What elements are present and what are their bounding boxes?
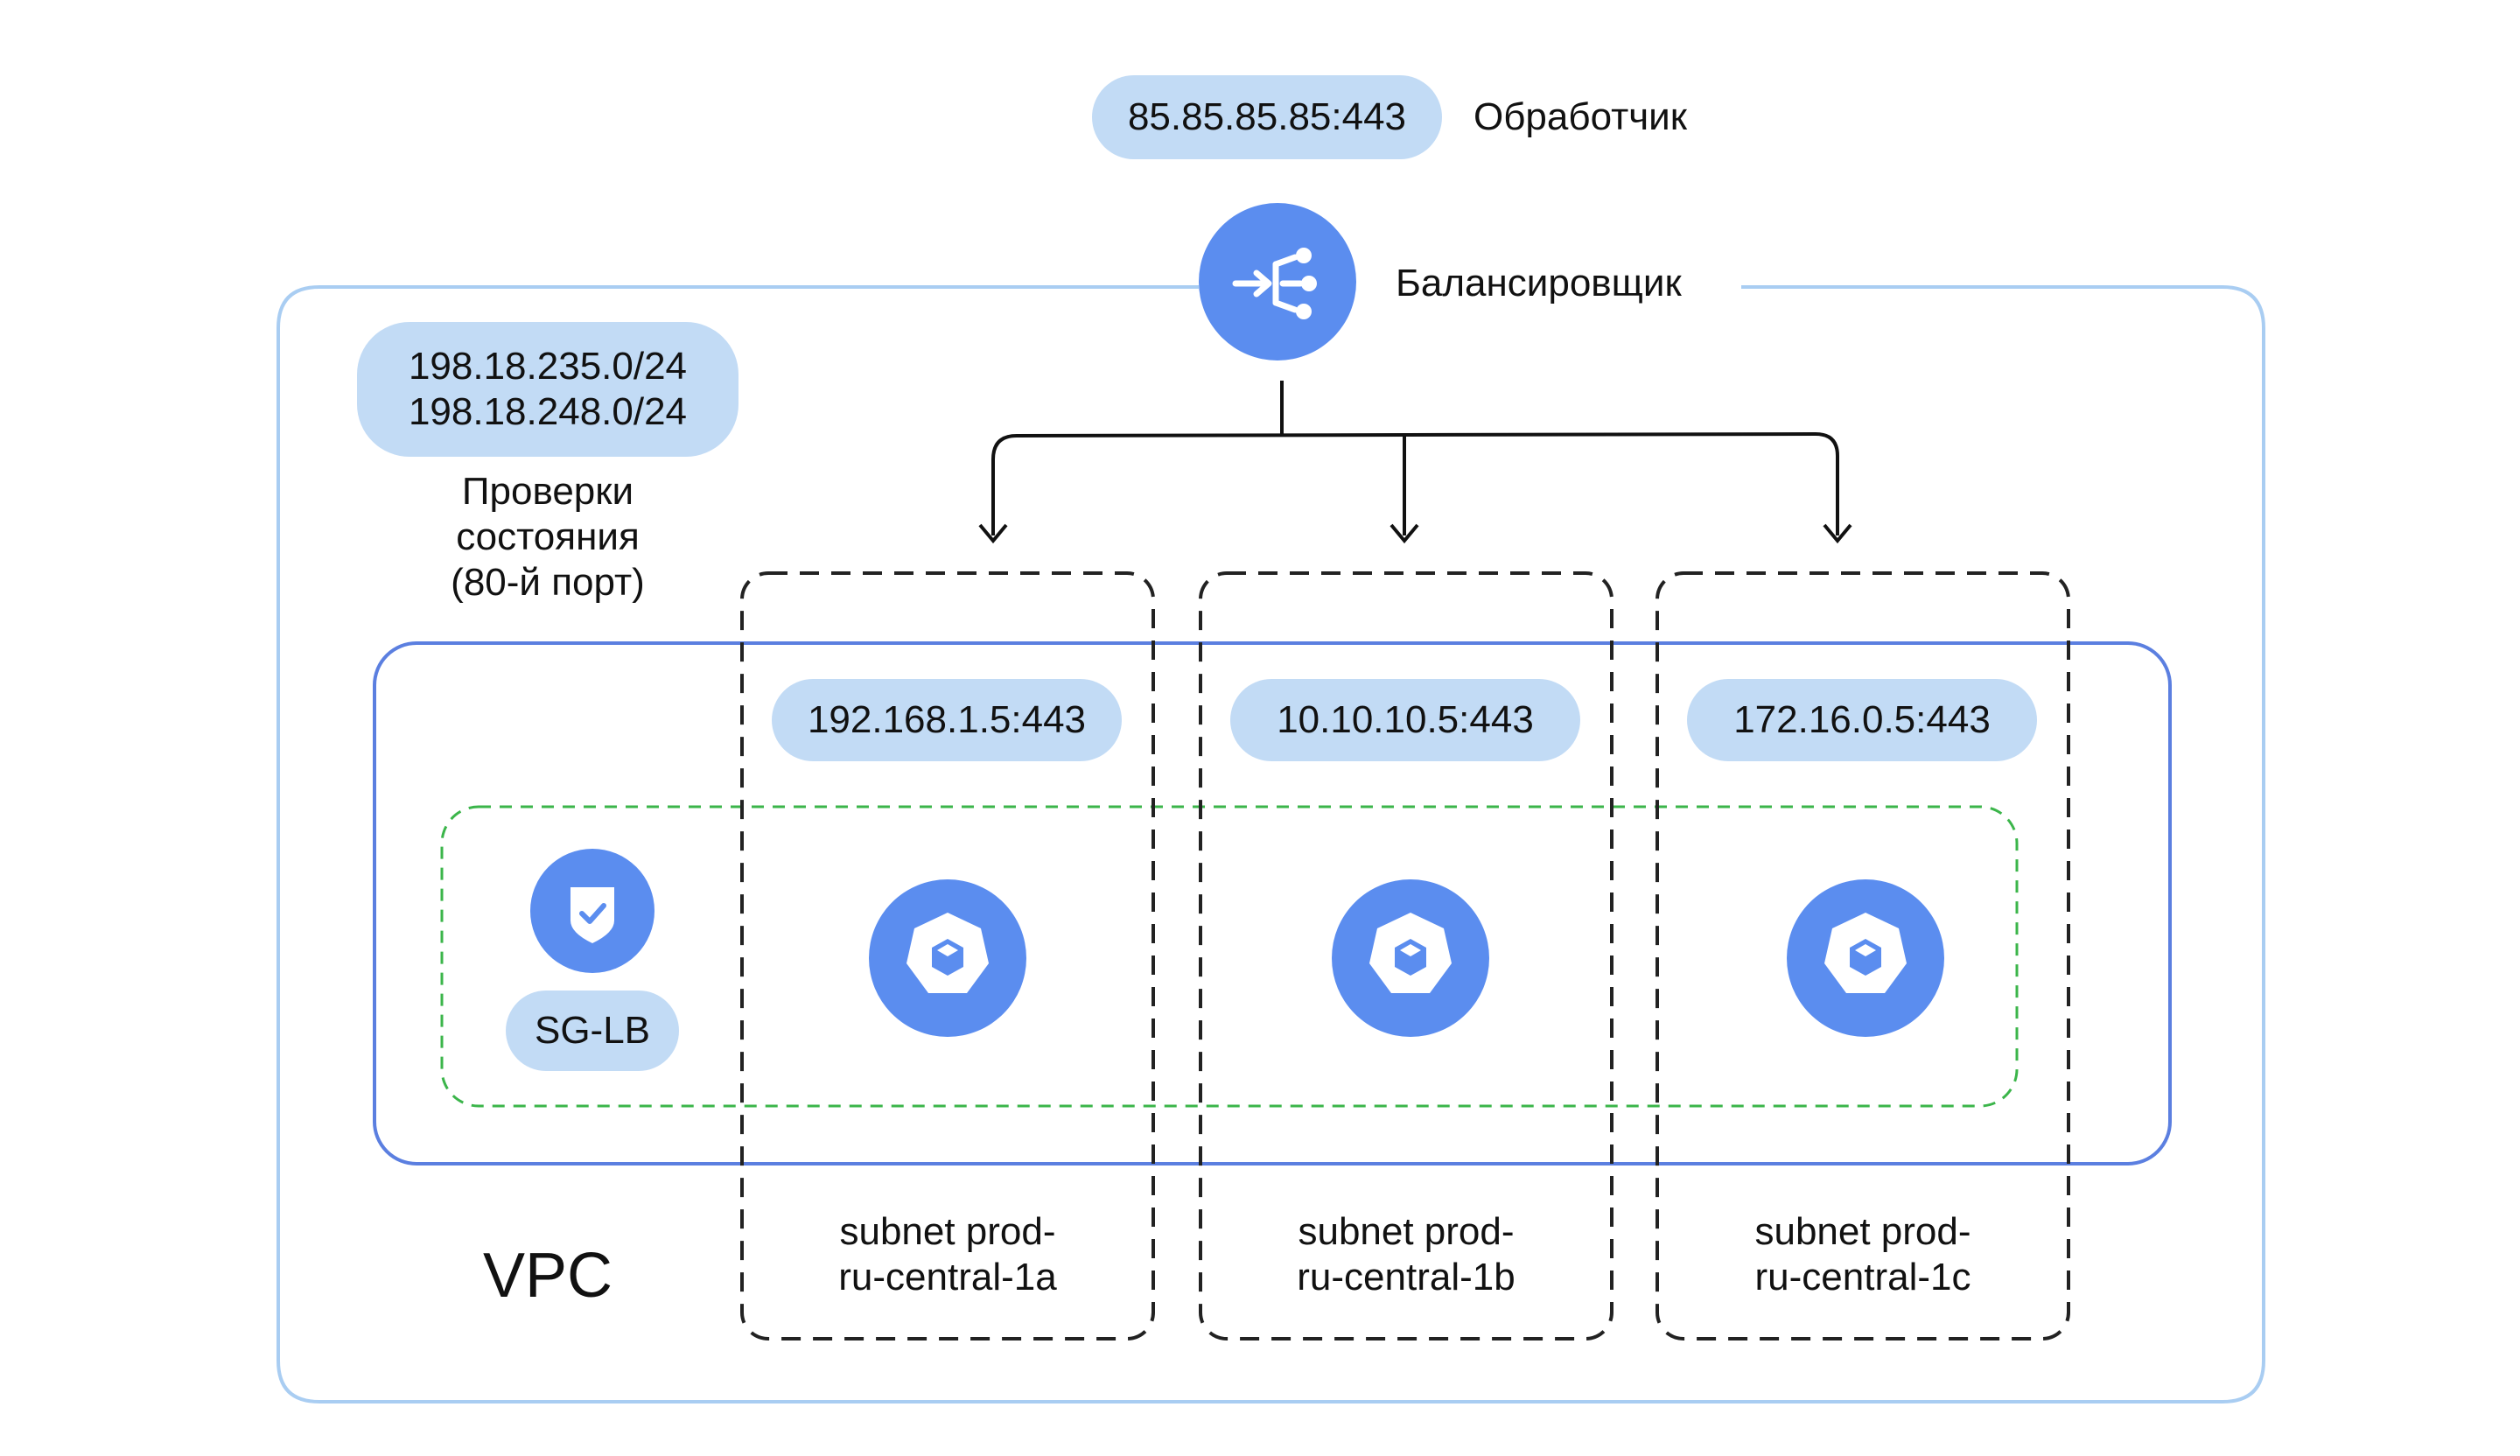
subnet-boundary-1c bbox=[1656, 571, 2070, 1340]
endpoint-address-1b: 10.10.10.5:443 bbox=[1277, 698, 1534, 741]
subnet-name-1c-line-1: subnet prod- bbox=[1754, 1210, 1971, 1253]
health-check-label-line-2: состояния bbox=[456, 515, 640, 558]
connector-arrowheads bbox=[978, 523, 1852, 544]
subnet-boundary-1a bbox=[740, 571, 1155, 1340]
security-group-boundary bbox=[440, 805, 2019, 1108]
endpoint-pill-1b: 10.10.10.5:443 bbox=[1230, 679, 1580, 761]
health-check-label: Проверки состояния (80-й порт) bbox=[385, 469, 710, 606]
subnet-name-1b: subnet prod- ru-central-1b bbox=[1218, 1209, 1594, 1300]
arrow-to-subnet-1a bbox=[978, 523, 1008, 544]
health-check-ranges-pill: 198.18.235.0/24 198.18.248.0/24 bbox=[357, 322, 738, 457]
subnet-boundary-1b bbox=[1199, 571, 1614, 1340]
endpoint-address-1a: 192.168.1.5:443 bbox=[807, 698, 1087, 741]
subnet-name-1a: subnet prod- ru-central-1a bbox=[760, 1209, 1136, 1300]
handler-address-pill: 85.85.85.85:443 bbox=[1092, 75, 1442, 159]
subnet-name-1c: subnet prod- ru-central-1c bbox=[1675, 1209, 2051, 1300]
endpoint-pill-1a: 192.168.1.5:443 bbox=[772, 679, 1122, 761]
kubernetes-node-icon bbox=[1787, 879, 1944, 1037]
health-check-label-line-3: (80-й порт) bbox=[451, 561, 645, 604]
kubernetes-node-icon bbox=[1332, 879, 1489, 1037]
health-check-label-line-1: Проверки bbox=[461, 470, 634, 513]
cluster-boundary bbox=[373, 641, 2172, 1166]
handler-label: Обработчик bbox=[1474, 95, 1687, 138]
balancer-connectors bbox=[991, 381, 1839, 536]
subnet-name-1b-line-1: subnet prod- bbox=[1298, 1210, 1515, 1253]
endpoint-address-1c: 172.16.0.5:443 bbox=[1733, 698, 1991, 741]
security-group-pill: SG-LB bbox=[506, 990, 679, 1071]
arrow-to-subnet-1b bbox=[1390, 523, 1419, 544]
shield-check-icon bbox=[530, 849, 654, 973]
health-check-range-1: 198.18.235.0/24 bbox=[408, 345, 688, 388]
subnet-name-1b-line-2: ru-central-1b bbox=[1297, 1256, 1516, 1298]
balancer-label: Балансировщик bbox=[1387, 261, 1690, 306]
load-balancer-icon bbox=[1199, 203, 1356, 360]
endpoint-pill-1c: 172.16.0.5:443 bbox=[1687, 679, 2037, 761]
vpc-label: VPC bbox=[483, 1241, 613, 1311]
subnet-name-1c-line-2: ru-central-1c bbox=[1754, 1256, 1971, 1298]
subnet-name-1a-line-1: subnet prod- bbox=[839, 1210, 1056, 1253]
health-check-range-2: 198.18.248.0/24 bbox=[408, 390, 688, 433]
vpc-boundary bbox=[276, 285, 2265, 1404]
security-group-label: SG-LB bbox=[534, 1009, 651, 1052]
kubernetes-node-icon bbox=[869, 879, 1026, 1037]
subnet-name-1a-line-2: ru-central-1a bbox=[838, 1256, 1057, 1298]
handler-address: 85.85.85.85:443 bbox=[1127, 95, 1407, 138]
arrow-to-subnet-1c bbox=[1823, 523, 1852, 544]
